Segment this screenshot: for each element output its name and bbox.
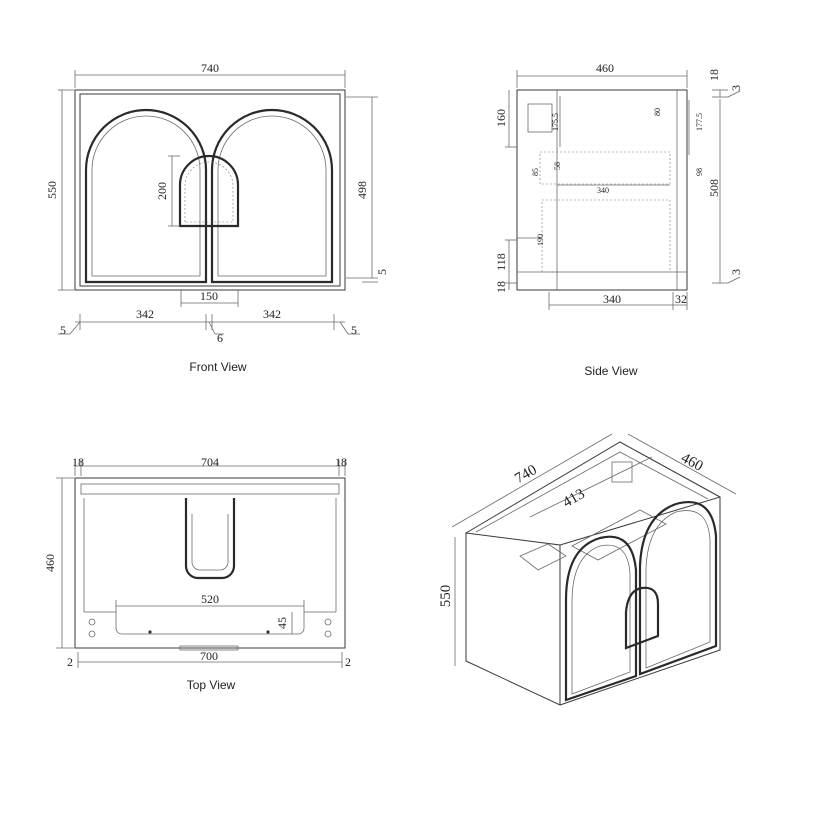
iso-width-label: 740 <box>512 462 539 487</box>
left-door-width-label: 342 <box>136 307 154 321</box>
left-door-arch <box>84 108 208 284</box>
side-base-width-label: 340 <box>603 292 621 306</box>
side-bracket-label: 175.5 <box>551 113 560 131</box>
iso-right-arch <box>638 501 718 676</box>
top-edge-left-label: 2 <box>67 655 73 669</box>
arch-window <box>178 154 240 228</box>
top-inner-width-label: 704 <box>201 455 219 469</box>
side-lower-height-label: 190 <box>536 234 545 246</box>
isometric-view: 740 460 413 550 <box>438 433 737 706</box>
iso-top-rim <box>465 441 721 534</box>
side-cabinet-outline <box>516 89 688 291</box>
front-height-label: 550 <box>45 181 59 199</box>
right-door-arch <box>210 108 334 284</box>
top-slot-label: 45 <box>275 617 289 629</box>
front-inner-height-label: 498 <box>355 181 369 199</box>
side-drawer-width-label: 340 <box>597 186 609 195</box>
side-drawer-height-label: 85 <box>531 168 540 176</box>
side-depth-label: 460 <box>596 61 614 75</box>
side-drawer <box>539 151 671 185</box>
side-top-label: 18 <box>707 69 721 81</box>
front-view-caption: Front View <box>189 360 246 374</box>
side-lower-compartment <box>541 199 671 273</box>
front-bottom-gap-label: 5 <box>375 269 389 275</box>
iso-left-arch <box>564 535 638 702</box>
right-door-width-label: 342 <box>263 307 281 321</box>
front-view: 740 550 498 5 200 150 342 342 5 <box>45 61 389 374</box>
side-view-caption: Side View <box>584 364 637 378</box>
side-bottom-gap-label: 3 <box>729 269 743 275</box>
top-depth-label: 460 <box>43 554 57 572</box>
top-view-caption: Top View <box>187 678 236 692</box>
iso-side-face <box>465 532 561 706</box>
side-top-gap-label: 3 <box>729 85 743 91</box>
iso-inner-label: 413 <box>560 486 587 511</box>
top-view: 18 704 18 460 520 45 700 2 2 Top View <box>43 455 351 692</box>
side-upper-right-label: 177.5 <box>695 113 704 131</box>
side-gap-right-label: 5 <box>351 323 357 337</box>
side-drawer-inner-label: 58 <box>553 162 562 170</box>
front-cabinet-inner <box>79 93 341 287</box>
top-edge-right-label: 2 <box>345 655 351 669</box>
iso-height-label: 550 <box>438 585 454 608</box>
side-upper-label: 160 <box>494 109 508 127</box>
top-right-edge-label: 18 <box>335 455 347 469</box>
base-gap-label: 150 <box>200 289 218 303</box>
side-bracket-width-label: 80 <box>653 108 662 116</box>
iso-front-face <box>559 496 721 706</box>
arch-window-height-label: 200 <box>155 182 169 200</box>
side-base-thickness-label: 18 <box>494 281 508 293</box>
top-base-width-label: 700 <box>200 649 218 663</box>
side-gap-left-label: 5 <box>60 323 66 337</box>
side-body-label: 508 <box>707 179 721 197</box>
top-cutout <box>184 498 236 580</box>
iso-depth-label: 460 <box>678 450 705 475</box>
front-cabinet-outline <box>74 89 346 291</box>
side-back-label: 32 <box>675 292 687 306</box>
side-base-height-label: 118 <box>494 253 508 271</box>
top-mid-width-label: 520 <box>201 592 219 606</box>
top-left-edge-label: 18 <box>72 455 84 469</box>
side-view: 460 160 118 18 175.5 85 58 340 190 80 17… <box>494 61 743 378</box>
side-drawer-right-label: 98 <box>695 168 704 176</box>
front-width-label: 740 <box>201 61 219 75</box>
iso-arch-window <box>624 586 660 650</box>
center-gap-label: 6 <box>217 331 223 345</box>
top-cabinet-outline <box>74 477 346 649</box>
